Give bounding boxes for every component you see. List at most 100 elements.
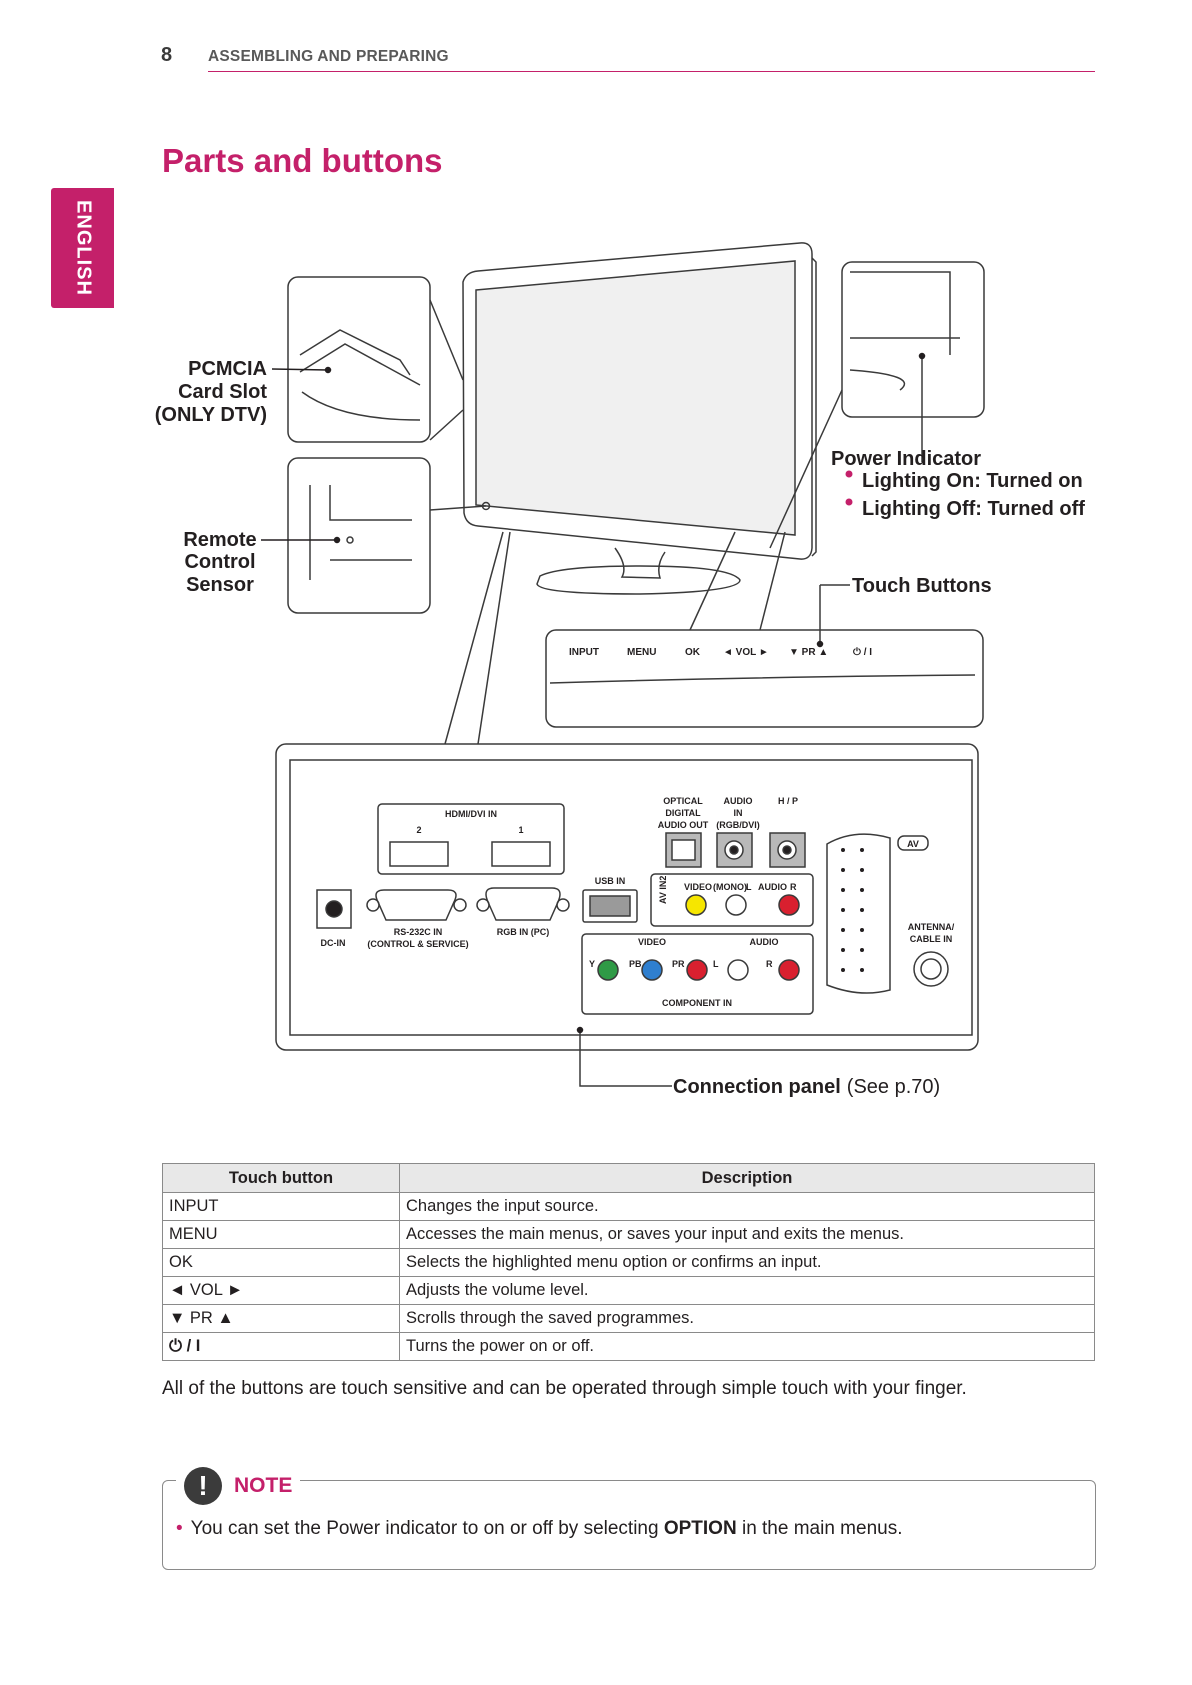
note-text: •You can set the Power indicator to on o… [176, 1518, 903, 1540]
audio-in-rgb-port [716, 832, 753, 868]
note-text-before: You can set the Power indicator to on or… [190, 1518, 664, 1539]
dc-in-label: DC-IN [321, 938, 346, 948]
scart-av-port [826, 833, 891, 994]
note-title: NOTE [234, 1474, 293, 1497]
monitor-screen [475, 260, 796, 536]
component-audio-r-jack [778, 959, 800, 981]
component-y-label: Y [589, 959, 595, 969]
audio-in-label-line2: IN [734, 808, 743, 818]
av-video-label: VIDEO [684, 882, 712, 892]
table-cell-description: Accesses the main menus, or saves your i… [399, 1220, 1095, 1249]
optical-label-line1: OPTICAL [663, 796, 703, 806]
component-audio-label: AUDIO [750, 937, 779, 947]
touch-strip-ok: OK [685, 647, 701, 658]
usb-in-port [582, 889, 638, 923]
touch-strip-power: ⏻ / I [853, 646, 872, 658]
power-indicator-label: Power Indicator [831, 448, 981, 470]
av-in2-group [650, 873, 814, 927]
component-l-label: L [713, 959, 719, 969]
touch-buttons-label: Touch Buttons [852, 575, 992, 597]
table-cell-button: OK [162, 1248, 400, 1277]
av-audio-r-jack [778, 894, 800, 916]
pcmcia-label-line1: PCMCIA [188, 358, 267, 380]
connection-panel-title: Connection panel [673, 1076, 841, 1098]
hdmi-port-2 [389, 841, 449, 867]
table-header-row: Touch button Description [162, 1163, 1095, 1193]
note-text-bold: OPTION [663, 1518, 737, 1539]
power-bullet-on: Lighting On: Turned on [862, 470, 1083, 492]
pcmcia-label-line2: Card Slot [178, 381, 267, 403]
language-tab: ENGLISH [51, 188, 114, 308]
rs232c-label-line2: (CONTROL & SERVICE) [367, 939, 468, 949]
table-row: MENU Accesses the main menus, or saves y… [162, 1220, 1095, 1249]
rs232c-label-line1: RS-232C IN [394, 927, 443, 937]
note-text-after: in the main menus. [736, 1518, 903, 1539]
hdmi-group [377, 803, 565, 875]
header-rule [208, 71, 1095, 72]
table-row: ▼ PR ▲ Scrolls through the saved program… [162, 1304, 1095, 1333]
touch-strip-menu: MENU [627, 647, 656, 658]
connection-panel-ref: (See p.70) [847, 1076, 940, 1098]
note-box [162, 1480, 1096, 1570]
hdmi-label: HDMI/DVI IN [445, 809, 497, 819]
table-cell-button: ⏻ / I [162, 1332, 400, 1361]
connection-panel-box [275, 743, 979, 1051]
component-pb-label: PB [629, 959, 642, 969]
bullet-icon [845, 470, 853, 478]
connection-panel-label: Connection panel (See p.70) [673, 1076, 940, 1098]
table-cell-description: Selects the highlighted menu option or c… [399, 1248, 1095, 1277]
av-audio-label: AUDIO [758, 882, 787, 892]
touch-note-paragraph: All of the buttons are touch sensitive a… [162, 1378, 967, 1399]
monitor-base [536, 565, 741, 595]
connection-panel-leader [579, 1030, 672, 1087]
remote-label-line3: Sensor [186, 574, 254, 596]
hdmi-2-label: 2 [416, 825, 421, 835]
power-bullet-off: Lighting Off: Turned off [862, 498, 1085, 520]
antenna-port [913, 951, 949, 987]
audio-in-label-line3: (RGB/DVI) [716, 820, 760, 830]
table-row: ⏻ / I Turns the power on or off. [162, 1332, 1095, 1361]
component-pr-jack [686, 959, 708, 981]
hp-label: H / P [778, 796, 798, 806]
pcmcia-detail-box [287, 276, 431, 443]
table-header-description: Description [399, 1163, 1095, 1193]
hdmi-1-label: 1 [518, 825, 523, 835]
touch-button-table: Touch button Description INPUT Changes t… [162, 1163, 1095, 1361]
touch-strip-vol: ◄ VOL ► [723, 647, 769, 658]
pcmcia-label-line3: (ONLY DTV) [155, 404, 267, 426]
av-l-label: L [746, 882, 752, 892]
component-y-jack [597, 959, 619, 981]
page-number: 8 [161, 44, 173, 66]
av-label: AV [907, 839, 919, 849]
usb-in-label: USB IN [595, 876, 626, 886]
av-r-label: R [790, 882, 797, 892]
table-cell-description: Adjusts the volume level. [399, 1276, 1095, 1305]
table-row: INPUT Changes the input source. [162, 1192, 1095, 1221]
component-r-label: R [766, 959, 773, 969]
antenna-label-line1: ANTENNA/ [908, 922, 955, 932]
power-indicator-detail-box [841, 261, 985, 418]
optical-label-line2: DIGITAL [665, 808, 701, 818]
table-cell-button: INPUT [162, 1192, 400, 1221]
table-row: ◄ VOL ► Adjusts the volume level. [162, 1276, 1095, 1305]
exclamation-icon: ! [184, 1467, 222, 1505]
component-pb-jack [641, 959, 663, 981]
table-header-button: Touch button [162, 1163, 400, 1193]
touch-strip-box [545, 629, 984, 728]
bullet-icon [845, 498, 853, 506]
remote-detail-box [287, 457, 431, 614]
monitor-neck [614, 547, 666, 579]
pcmcia-leader [271, 368, 329, 371]
remote-label-line1: Remote [183, 529, 256, 551]
table-cell-button: ▼ PR ▲ [162, 1304, 400, 1333]
component-in-group [581, 933, 814, 1015]
rs232c-port [375, 889, 457, 921]
dc-in-port [316, 889, 352, 929]
av-mono-label: (MONO) [713, 882, 747, 892]
component-in-label: COMPONENT IN [662, 998, 732, 1008]
rgb-in-port [485, 887, 561, 921]
scart-pins [845, 842, 875, 982]
touch-strip-input: INPUT [569, 647, 599, 658]
page-title: Parts and buttons [162, 142, 443, 179]
table-cell-button: ◄ VOL ► [162, 1276, 400, 1305]
